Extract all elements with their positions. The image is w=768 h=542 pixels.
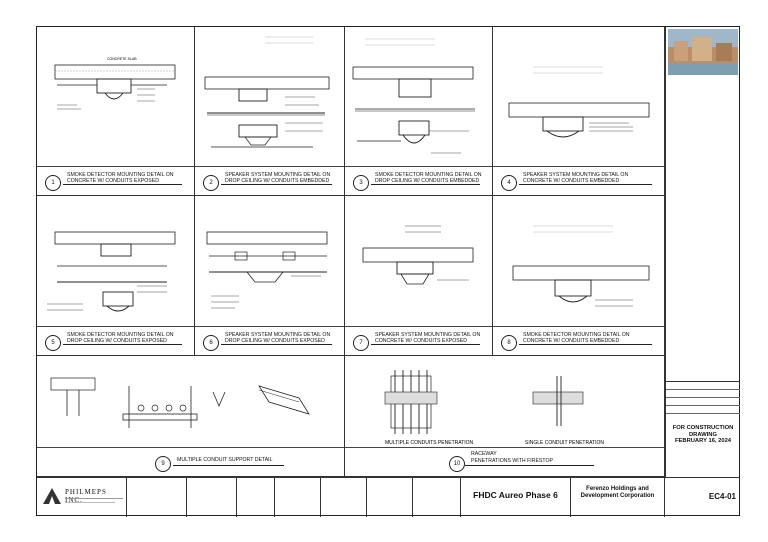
client-line1: Ferenzo Holdings and	[586, 486, 649, 492]
detail-title: MULTIPLE CONDUIT SUPPORT DETAIL	[177, 457, 273, 463]
detail-number: 7	[353, 335, 369, 351]
client-cell: Ferenzo Holdings and Development Corpora…	[571, 478, 665, 517]
firm-name: PHILMEPS INC.	[65, 488, 107, 504]
detail-caption: 10 RACEWAY PENETRATIONS WITH FIRESTOP	[345, 447, 664, 476]
status-line3: FEBRUARY 16, 2024	[674, 438, 732, 444]
detail-7-drawing	[362, 225, 474, 285]
detail-caption: 5 SMOKE DETECTOR MOUNTING DETAIL ON DROP…	[37, 326, 194, 355]
detail-number: 4	[501, 175, 517, 191]
sheet-number-cell: EC4-01	[665, 478, 740, 517]
detail-title-line1: RACEWAY	[471, 451, 497, 457]
detail-1: CONCRETE SLAB 1 SMOKE DETECTOR MOUNTING …	[37, 27, 195, 196]
detail-caption: 7 SPEAKER SYSTEM MOUNTING DETAIL ON CONC…	[345, 326, 492, 355]
detail-title: SMOKE DETECTOR MOUNTING DETAIL ON CONCRE…	[523, 332, 630, 344]
status-line2: DRAWING	[688, 431, 718, 438]
detail-caption: 4 SPEAKER SYSTEM MOUNTING DETAIL ON CONC…	[493, 166, 664, 195]
status-stamp: FOR CONSTRUCTION DRAWING FEBRUARY 16, 20…	[666, 425, 740, 445]
detail-number: 6	[203, 335, 219, 351]
detail-number: 5	[45, 335, 61, 351]
detail-7: 7 SPEAKER SYSTEM MOUNTING DETAIL ON CONC…	[345, 196, 493, 356]
sheet-number: EC4-01	[708, 492, 736, 501]
detail-6: 6 SPEAKER SYSTEM MOUNTING DETAIL ON DROP…	[195, 196, 345, 356]
detail-3-drawing	[352, 38, 475, 154]
client-line2: Development Corporation	[580, 493, 655, 499]
detail-3: 3 SMOKE DETECTOR MOUNTING DETAIL ON DROP…	[345, 27, 493, 196]
detail-8-drawing	[512, 225, 650, 307]
detail-caption: 9 MULTIPLE CONDUIT SUPPORT DETAIL	[37, 447, 344, 476]
drawing-sheet: CONCRETE SLAB 1 SMOKE DETECTOR MOUNTING …	[36, 26, 740, 517]
detail-number: 9	[155, 456, 171, 472]
revision-table	[666, 381, 740, 420]
detail-title-line2: PENETRATIONS WITH FIRESTOP	[471, 458, 553, 464]
concrete-slab-label: CONCRETE SLAB	[107, 57, 137, 61]
detail-caption: 1 SMOKE DETECTOR MOUNTING DETAIL ON CONC…	[37, 166, 194, 195]
detail-5-drawing	[47, 231, 176, 312]
detail-number: 3	[353, 175, 369, 191]
detail-number: 1	[45, 175, 61, 191]
detail-caption: 8 SMOKE DETECTOR MOUNTING DETAIL ON CONC…	[493, 326, 664, 355]
detail-9: 9 MULTIPLE CONDUIT SUPPORT DETAIL	[37, 356, 345, 477]
detail-title: SMOKE DETECTOR MOUNTING DETAIL ON CONCRE…	[67, 172, 174, 184]
firm-cell: PHILMEPS INC.	[37, 478, 127, 517]
detail-5: 5 SMOKE DETECTOR MOUNTING DETAIL ON DROP…	[37, 196, 195, 356]
project-name: FHDC Aureo Phase 6	[473, 490, 558, 500]
detail-2: 2 SPEAKER SYSTEM MOUNTING DETAIL ON DROP…	[195, 27, 345, 196]
detail-title: SMOKE DETECTOR MOUNTING DETAIL ON DROP C…	[67, 332, 174, 344]
project-cell: FHDC Aureo Phase 6	[461, 478, 571, 517]
detail-caption: 3 SMOKE DETECTOR MOUNTING DETAIL ON DROP…	[345, 166, 492, 195]
detail-6-drawing	[206, 231, 328, 309]
detail-2-drawing	[204, 36, 330, 148]
detail-number: 8	[501, 335, 517, 351]
sheet-info-column: FOR CONSTRUCTION DRAWING FEBRUARY 16, 20…	[665, 27, 740, 477]
detail-title: SPEAKER SYSTEM MOUNTING DETAIL ON DROP C…	[225, 172, 331, 184]
detail-1-drawing: CONCRETE SLAB	[54, 57, 176, 110]
detail-title: SPEAKER SYSTEM MOUNTING DETAIL ON CONCRE…	[523, 172, 629, 184]
detail-caption: 2 SPEAKER SYSTEM MOUNTING DETAIL ON DROP…	[195, 166, 344, 195]
detail-title: SPEAKER SYSTEM MOUNTING DETAIL ON DROP C…	[225, 332, 331, 344]
detail-number: 2	[203, 175, 219, 191]
detail-title: SMOKE DETECTOR MOUNTING DETAIL ON DROP C…	[375, 172, 482, 184]
detail-10: MULTIPLE CONDUITS PENETRATION SINGLE CON…	[345, 356, 665, 477]
detail-caption: 6 SPEAKER SYSTEM MOUNTING DETAIL ON DROP…	[195, 326, 344, 355]
multiple-penetration-label: MULTIPLE CONDUITS PENETRATION	[385, 440, 474, 446]
firm-logo-icon	[43, 488, 61, 504]
single-penetration-label: SINGLE CONDUIT PENETRATION	[525, 440, 604, 446]
detail-4-drawing	[508, 66, 650, 138]
detail-10-drawing: MULTIPLE CONDUITS PENETRATION SINGLE CON…	[384, 370, 604, 446]
detail-8: 8 SMOKE DETECTOR MOUNTING DETAIL ON CONC…	[493, 196, 665, 356]
detail-title: SPEAKER SYSTEM MOUNTING DETAIL ON CONCRE…	[375, 332, 481, 344]
detail-number: 10	[449, 456, 465, 472]
project-rendering-image	[668, 29, 738, 75]
detail-9-drawing	[50, 377, 310, 428]
title-block: PHILMEPS INC. FHDC Aureo Phase 6 Ferenzo…	[37, 477, 740, 517]
detail-4: 4 SPEAKER SYSTEM MOUNTING DETAIL ON CONC…	[493, 27, 665, 196]
status-line1: FOR CONSTRUCTION	[672, 425, 734, 431]
